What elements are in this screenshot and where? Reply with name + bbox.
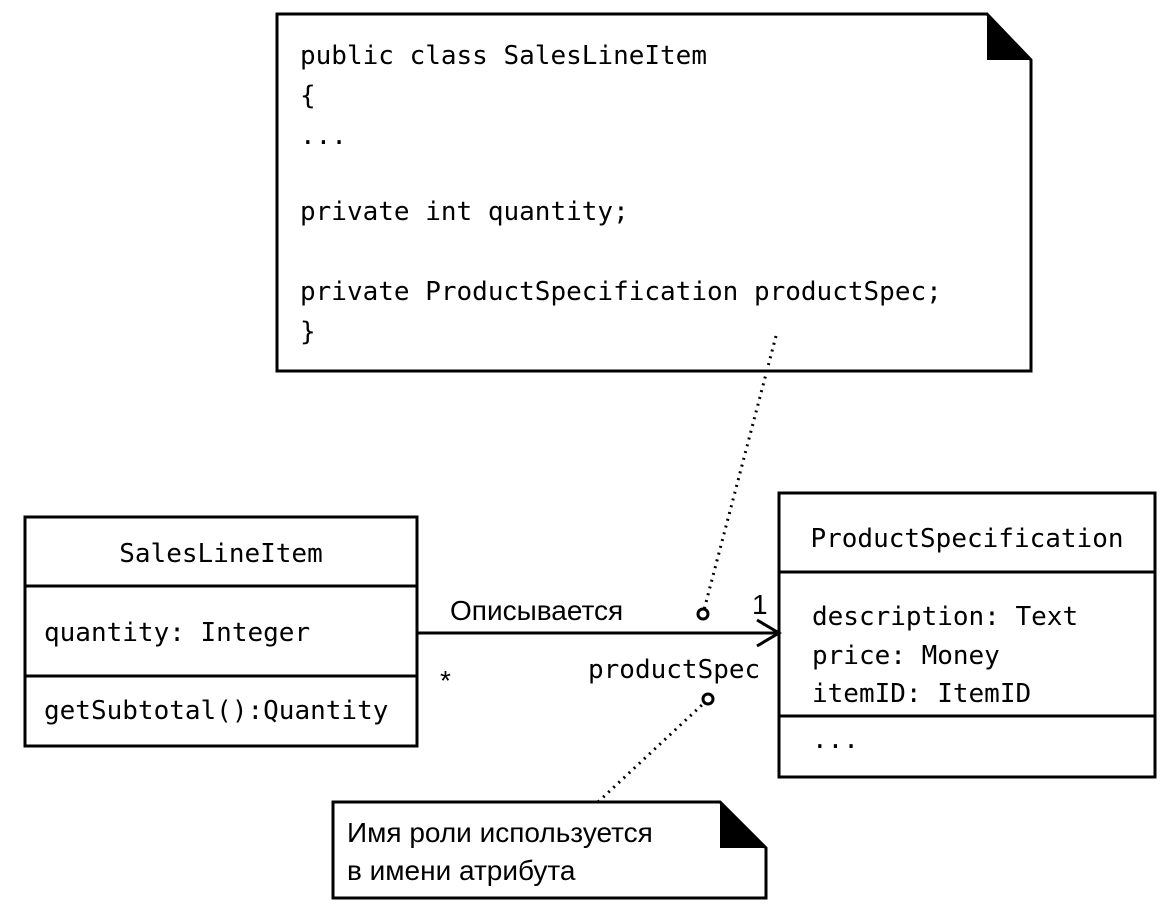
role-name: productSpec	[588, 655, 760, 685]
code-line-quantity: private int quantity;	[300, 197, 629, 227]
class-attribute: quantity: Integer	[44, 618, 310, 648]
note-fold-corner	[720, 802, 766, 848]
target-multiplicity: 1	[752, 589, 768, 620]
role-note-line: Имя роли используется	[347, 817, 653, 848]
association-name: Описывается	[450, 595, 623, 626]
class-attribute: price: Money	[812, 641, 1000, 671]
code-line-product-spec: private ProductSpecification productSpec…	[300, 277, 942, 307]
code-note-anchor-line	[702, 335, 778, 611]
code-note: public class SalesLineItem { ... private…	[275, 12, 1033, 373]
class-sales-line-item: SalesLineItem quantity: Integer getSubto…	[23, 515, 419, 748]
class-name: ProductSpecification	[810, 524, 1123, 554]
role-note-anchor-line	[596, 701, 706, 804]
class-product-specification: ProductSpecification description: Text p…	[777, 491, 1157, 779]
note-fold-corner	[987, 14, 1031, 60]
code-line-ellipsis: ...	[300, 121, 347, 151]
code-line-class-decl: public class SalesLineItem	[300, 41, 707, 71]
role-note-anchor-circle	[701, 692, 715, 706]
navigability-arrowhead	[756, 618, 782, 648]
class-operation: getSubtotal():Quantity	[44, 696, 388, 726]
code-line-open-brace: {	[300, 81, 316, 111]
class-name: SalesLineItem	[119, 539, 323, 569]
code-note-anchor-circle	[696, 607, 710, 621]
class-attribute: description: Text	[812, 602, 1078, 632]
source-multiplicity: *	[440, 665, 451, 696]
association-describes: Описывается * 1 productSpec	[417, 589, 782, 696]
role-note: Имя роли используется в имени атрибута	[331, 800, 768, 900]
class-operation: ...	[812, 725, 859, 755]
code-line-close-brace: }	[300, 317, 316, 347]
role-note-line: в имени атрибута	[347, 855, 576, 886]
class-attribute: itemID: ItemID	[812, 679, 1031, 709]
